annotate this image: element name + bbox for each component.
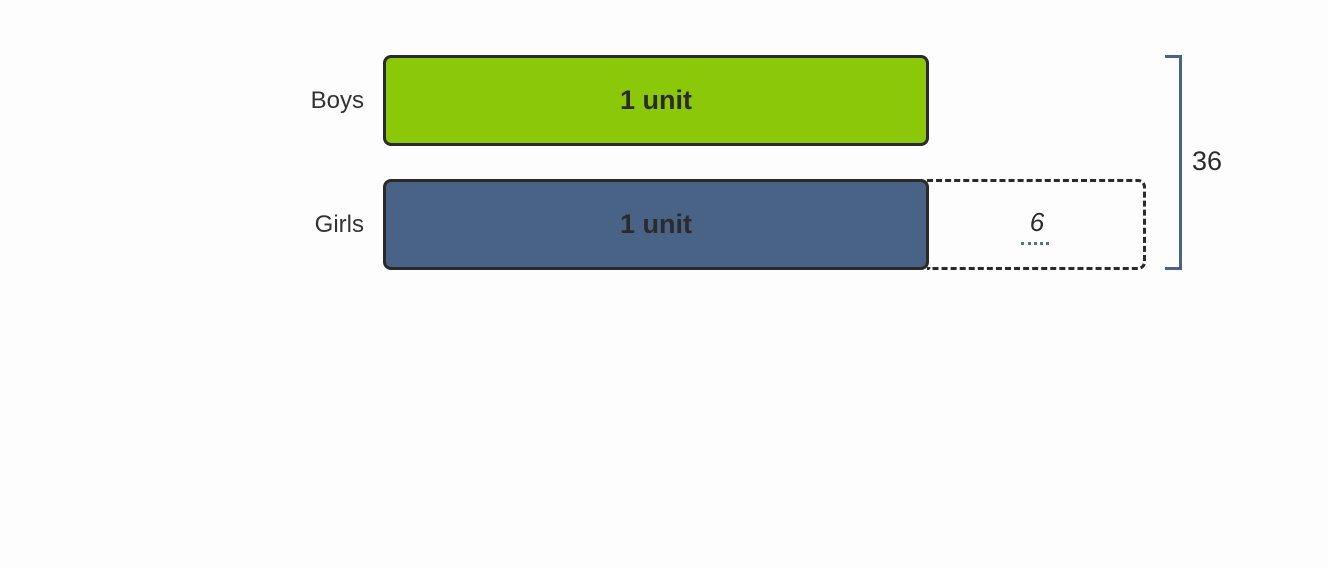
dotted-underline bbox=[1021, 242, 1049, 245]
girls-extra-value: 6 bbox=[1029, 207, 1045, 237]
total-bracket bbox=[1165, 55, 1182, 270]
boys-bar: 1 unit bbox=[383, 55, 929, 146]
girls-bar: 1 unit bbox=[383, 179, 929, 270]
boys-bar-label: 1 unit bbox=[620, 85, 692, 115]
girls-label: Girls bbox=[314, 211, 364, 238]
total-label: 36 bbox=[1192, 146, 1223, 176]
boys-label: Boys bbox=[310, 87, 364, 114]
girls-bar-label: 1 unit bbox=[620, 209, 692, 239]
girls-extra-box bbox=[927, 179, 1146, 270]
